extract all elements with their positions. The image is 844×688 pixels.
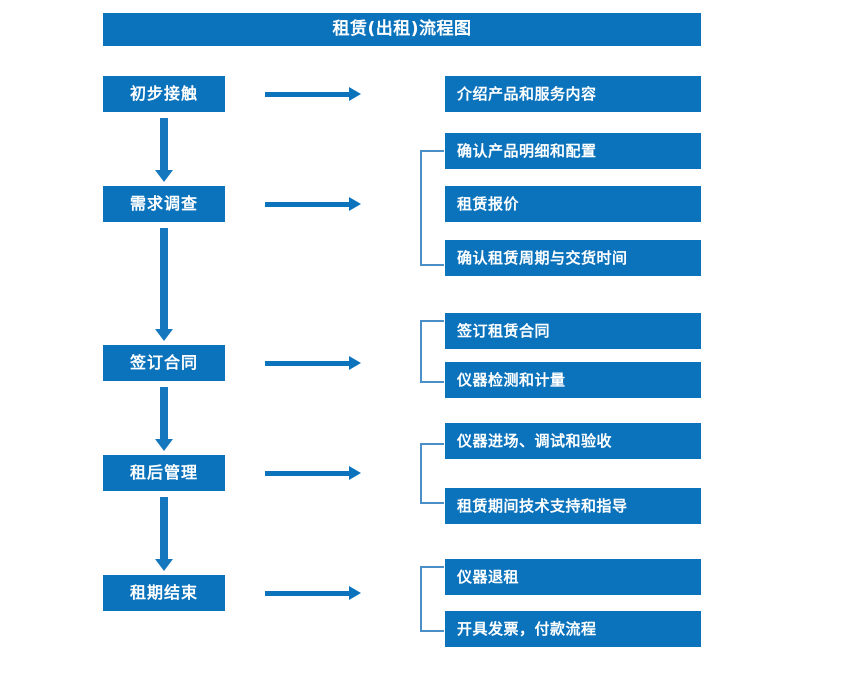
detail-box-6[interactable]: 仪器检测和计量	[445, 362, 701, 398]
detail-box-2[interactable]: 确认产品明细和配置	[445, 133, 701, 169]
horizontal-arrow-right-icon-4	[265, 466, 361, 480]
detail-box-4[interactable]: 确认租赁周期与交货时间	[445, 240, 701, 276]
detail-box-1[interactable]: 介绍产品和服务内容	[445, 76, 701, 112]
detail-label-4: 确认租赁周期与交货时间	[457, 248, 628, 267]
detail-label-7: 仪器进场、调试和验收	[457, 431, 613, 450]
horizontal-arrow-right-icon-2	[265, 197, 361, 211]
stage-box-5[interactable]: 租期结束	[103, 575, 225, 611]
stage-box-3[interactable]: 签订合同	[103, 345, 225, 381]
stage-label-3: 签订合同	[129, 353, 198, 372]
detail-label-10: 开具发票，付款流程	[457, 619, 597, 638]
stage-box-2[interactable]: 需求调查	[103, 186, 225, 222]
stage-label-5: 租期结束	[129, 583, 198, 602]
detail-label-6: 仪器检测和计量	[457, 370, 566, 389]
detail-label-2: 确认产品明细和配置	[457, 141, 597, 160]
detail-box-3[interactable]: 租赁报价	[445, 186, 701, 222]
group-bracket-3	[420, 443, 444, 504]
vertical-arrow-down-icon-4	[155, 497, 173, 571]
detail-label-5: 签订租赁合同	[457, 321, 551, 340]
detail-label-3: 租赁报价	[457, 194, 520, 213]
vertical-arrow-down-icon-3	[155, 387, 173, 451]
stage-label-1: 初步接触	[129, 84, 198, 103]
stage-label-4: 租后管理	[129, 463, 198, 482]
detail-box-10[interactable]: 开具发票，付款流程	[445, 611, 701, 647]
horizontal-arrow-right-icon-5	[265, 586, 361, 600]
horizontal-arrow-right-icon-3	[265, 356, 361, 370]
detail-label-1: 介绍产品和服务内容	[457, 84, 597, 103]
stage-box-4[interactable]: 租后管理	[103, 455, 225, 491]
group-bracket-1	[420, 150, 444, 266]
diagram-title-bar: 租赁(出租)流程图	[103, 13, 701, 46]
detail-box-8[interactable]: 租赁期间技术支持和指导	[445, 488, 701, 524]
stage-box-1[interactable]: 初步接触	[103, 76, 225, 112]
horizontal-arrow-right-icon-1	[265, 87, 361, 101]
detail-label-8: 租赁期间技术支持和指导	[457, 496, 628, 515]
group-bracket-2	[420, 320, 444, 383]
group-bracket-4	[420, 566, 444, 632]
vertical-arrow-down-icon-1	[155, 118, 173, 182]
detail-box-7[interactable]: 仪器进场、调试和验收	[445, 423, 701, 459]
detail-box-9[interactable]: 仪器退租	[445, 559, 701, 595]
detail-box-5[interactable]: 签订租赁合同	[445, 313, 701, 349]
diagram-title: 租赁(出租)流程图	[332, 19, 472, 39]
vertical-arrow-down-icon-2	[155, 228, 173, 341]
stage-label-2: 需求调查	[129, 194, 198, 213]
detail-label-9: 仪器退租	[457, 567, 520, 586]
